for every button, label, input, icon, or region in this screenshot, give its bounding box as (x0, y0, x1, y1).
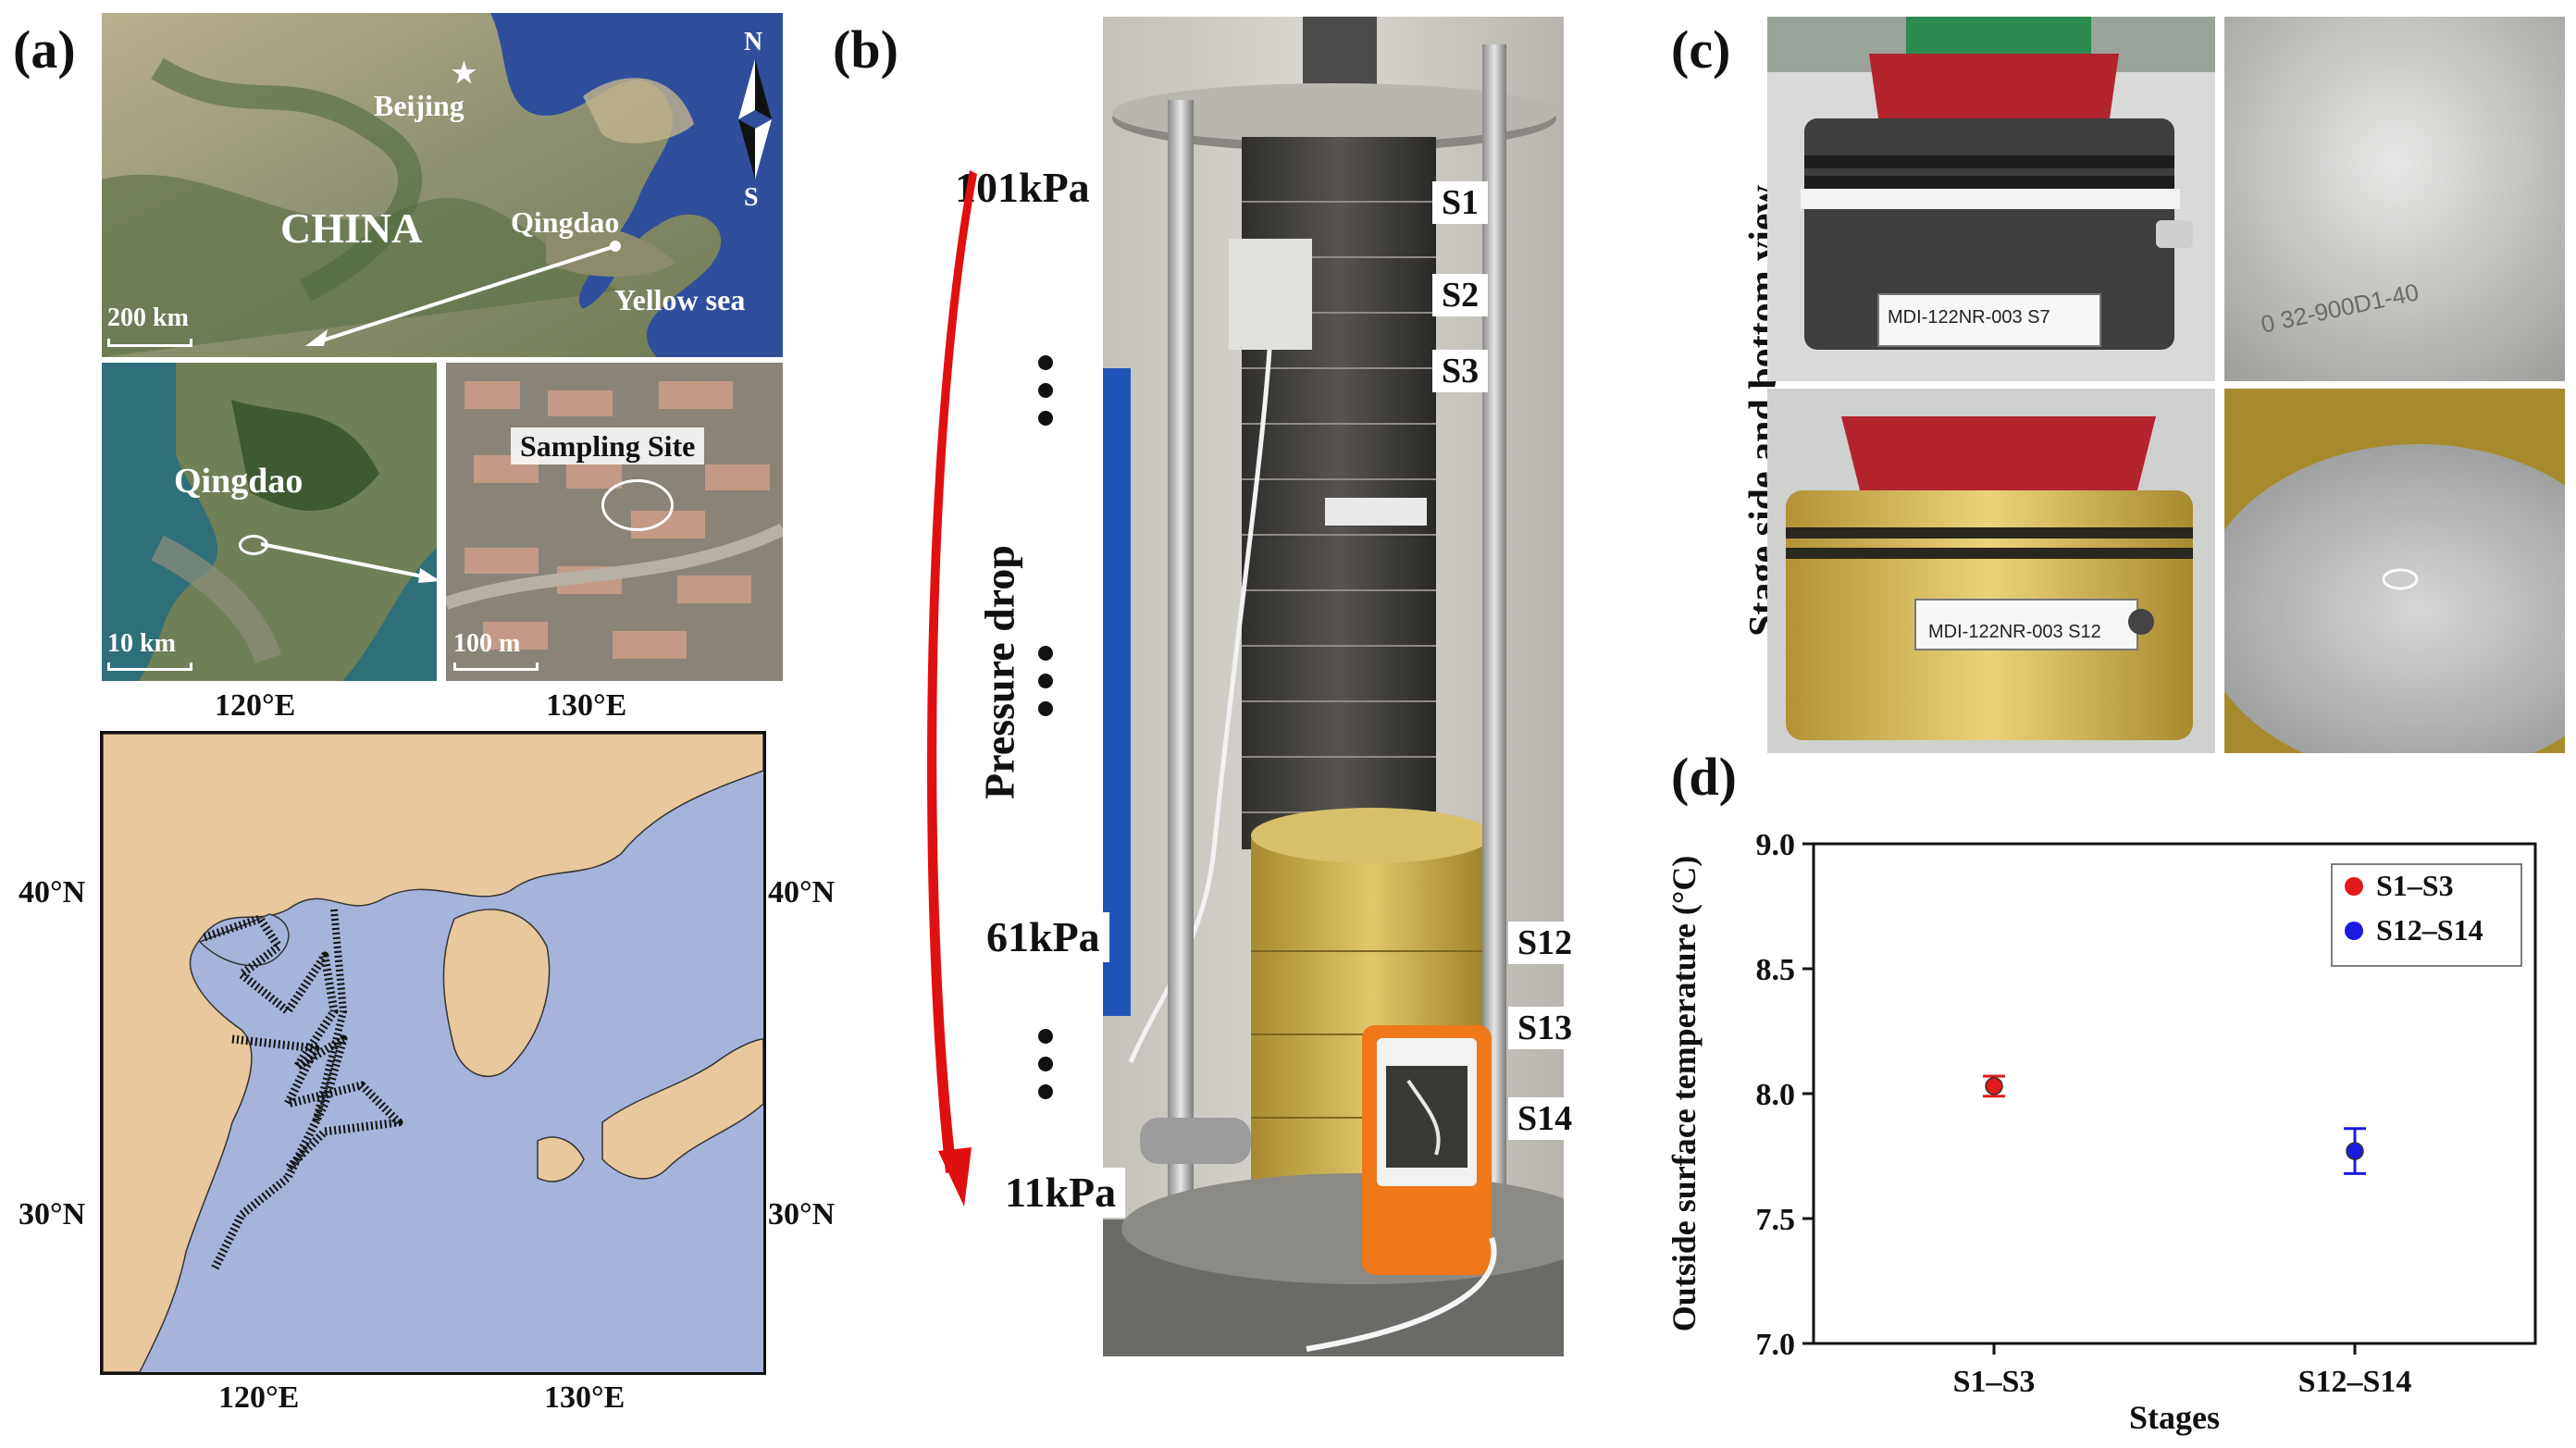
stage-label-s3: S3 (1432, 350, 1489, 392)
stage-s7-bottom-photo (2224, 17, 2565, 381)
lon-label-bottom-120: 120°E (218, 1380, 300, 1415)
y-tick-label: 9.0 (1756, 828, 1796, 862)
stage-s12-side-photo (1767, 389, 2215, 753)
compass-s-label: S (744, 183, 759, 212)
x-tick-label: S12–S14 (2298, 1365, 2412, 1399)
scale-label-mid-right: 100 m (453, 629, 521, 658)
compass-n-label: N (744, 28, 763, 56)
scale-label-top: 200 km (107, 303, 189, 332)
lon-label-mid-120: 120°E (215, 688, 296, 723)
pressure-label-11: 11kPa (996, 1168, 1126, 1218)
stage-label-s12: S12 (1508, 922, 1582, 964)
y-tick-label: 8.5 (1756, 953, 1796, 987)
china-label: CHINA (280, 204, 423, 252)
stage-s7-side-photo (1767, 17, 2215, 381)
impactor-photo (1103, 17, 1564, 1356)
stage-label-s2: S2 (1432, 274, 1489, 316)
y-axis: 7.0 7.5 8.0 8.5 9.0 (1756, 828, 1814, 1362)
stage-s7-tag: MDI-122NR-003 S7 (1888, 307, 2050, 328)
x-axis: S1–S3 S12–S14 (1953, 1343, 2412, 1399)
stage-s12-bottom-photo (2224, 389, 2565, 753)
qingdao-label-mid: Qingdao (174, 462, 303, 501)
pressure-drop-label: Pressure drop (975, 545, 1023, 799)
qingdao-to-site-arrow (260, 540, 446, 591)
legend-entry: S12–S14 (2376, 913, 2483, 947)
x-axis-label: Stages (2129, 1399, 2220, 1436)
panel-label-c: (c) (1671, 19, 1731, 80)
stage-label-s14: S14 (1508, 1097, 1582, 1140)
qingdao-label-top: Qingdao (511, 205, 620, 239)
pressure-drop-arrow (925, 167, 981, 1217)
lon-label-mid-130: 130°E (546, 688, 627, 723)
legend-box (2331, 863, 2522, 967)
dots-1 (1038, 342, 1053, 439)
legend-marker (2345, 922, 2363, 940)
scale-label-mid-left: 10 km (107, 629, 176, 658)
scale-bar-mid-right (453, 662, 539, 671)
y-tick-label: 8.0 (1756, 1078, 1796, 1112)
y-tick-label: 7.0 (1756, 1328, 1796, 1362)
sampling-site-marker-icon (601, 479, 674, 531)
panel-label-d: (d) (1671, 747, 1737, 807)
data-point (2346, 1142, 2364, 1160)
legend-marker (2345, 877, 2363, 896)
beijing-label: Beijing (374, 89, 464, 122)
north-arrow-icon (738, 59, 772, 184)
yellow-sea-label: Yellow sea (614, 283, 746, 316)
y-tick-label: 7.5 (1756, 1203, 1796, 1237)
data-point (1985, 1077, 2003, 1095)
dots-3 (1038, 1016, 1053, 1112)
panel-label-a: (a) (13, 19, 76, 80)
y-axis-label: Outside surface temperature (°C) (1666, 856, 1703, 1332)
satellite-map-qingdao (102, 363, 437, 681)
dots-2 (1038, 633, 1053, 729)
satellite-map-china (102, 13, 783, 357)
scale-bar-mid-left (107, 662, 192, 671)
beijing-star-icon: ★ (452, 58, 477, 89)
stage-label-s13: S13 (1508, 1007, 1582, 1049)
lat-label-right-40: 40°N (768, 875, 836, 910)
lat-label-right-30: 30°N (768, 1197, 836, 1231)
lat-label-left-40: 40°N (19, 875, 86, 910)
legend-entry: S1–S3 (2376, 869, 2454, 902)
lon-label-bottom-130: 130°E (544, 1380, 625, 1415)
pressure-label-61: 61kPa (977, 912, 1109, 962)
cruise-track-map (100, 731, 766, 1375)
satellite-map-graphic (102, 13, 783, 357)
chart-marks (1983, 1074, 2366, 1175)
scale-bar-top (107, 339, 192, 347)
stage-s12-tag: MDI-122NR-003 S12 (1928, 622, 2101, 642)
lat-label-left-30: 30°N (19, 1197, 86, 1231)
stage-label-s1: S1 (1432, 181, 1489, 224)
sampling-site-label: Sampling Site (511, 427, 705, 464)
panel-label-b: (b) (833, 19, 898, 80)
x-tick-label: S1–S3 (1953, 1365, 2036, 1399)
qingdao-to-inset-arrow (296, 239, 629, 354)
